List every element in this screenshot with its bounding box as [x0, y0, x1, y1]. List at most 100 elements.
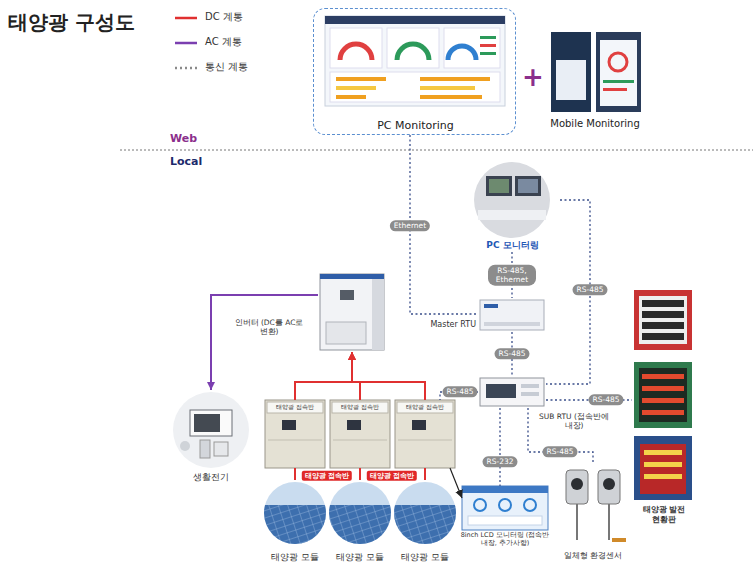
junction-box: 태양광 접속반 — [265, 400, 325, 468]
connector-label-text: RS-485 — [447, 387, 474, 396]
node-text: 일체형 환경센서 — [564, 551, 622, 560]
connector — [359, 468, 361, 480]
label-text: 태양광 접속반 — [370, 472, 414, 480]
node-label: Mobile Monitoring — [545, 118, 645, 130]
connector-label: RS-485 — [543, 446, 578, 457]
connector-label-text: Ethernet — [394, 221, 426, 230]
solar-module-node: 태양광 모듈 — [390, 480, 460, 572]
legend-text: AC 계통 — [205, 36, 242, 47]
plus-sign: + — [522, 62, 544, 93]
label-text: Local — [170, 155, 202, 168]
sensor-node: 일체형 환경센서 — [558, 462, 628, 562]
node-label: 태양광 접속반 — [332, 403, 388, 410]
node-label: SUB RTU (접속반에 내장) — [536, 412, 612, 430]
node-label: 태양광 접속반 — [397, 403, 453, 410]
connector-label-text: RS-485 — [547, 447, 574, 456]
node-text: Mobile Monitoring — [550, 118, 639, 129]
node-text: 태양광 접속반 — [406, 403, 444, 410]
node-label: PC 모니터링 — [465, 240, 560, 251]
connector-label: RS-485 — [589, 394, 624, 405]
legend-swatch — [175, 17, 197, 20]
master-rtu-node: Master RTU — [478, 298, 546, 332]
mobile-screens — [551, 32, 641, 112]
appliances — [173, 392, 249, 468]
node-text: PC 모니터링 — [486, 240, 538, 250]
web-dashboard-box: PC Monitoring — [313, 8, 516, 135]
node-label: PC Monitoring — [314, 119, 517, 132]
node-label: 8inch LCD 모니터링 (접속반 내장, 추가사항) — [454, 532, 556, 548]
junction-box: 태양광 접속반 — [330, 400, 390, 468]
legend-swatch — [175, 67, 197, 70]
solar-module-node: 태양광 모듈 — [260, 480, 330, 572]
label-text: 태양광 접속반 — [305, 472, 349, 480]
label-text: + — [522, 62, 544, 92]
zone-label: Web — [170, 132, 197, 145]
legend-entry: AC 계통 — [205, 36, 242, 48]
lcd-screen — [462, 486, 548, 530]
household-node: 생활전기 — [170, 390, 252, 486]
connector-label-text: RS-485 — [499, 349, 526, 358]
connector-label-text: RS-485 — [577, 285, 604, 294]
node-label: 생활전기 — [170, 472, 252, 483]
mobile-box: Mobile Monitoring — [545, 30, 645, 132]
connector-label: RS-485 — [443, 386, 478, 397]
node-text: 생활전기 — [193, 472, 229, 482]
connector-label: RS-232 — [483, 456, 518, 467]
connector — [294, 468, 296, 480]
node-label: 태양광 모듈 — [325, 552, 395, 563]
connector — [499, 408, 500, 486]
node-text: 태양광 접속반 — [276, 403, 314, 410]
connector-label-text: RS-485 — [593, 395, 620, 404]
lcd-node: 8inch LCD 모니터링 (접속반 내장, 추가사항) — [462, 486, 548, 530]
connector-label-text: RS-485, Ethernet — [496, 266, 528, 284]
connector — [450, 468, 462, 498]
node-text: 태양광 모듈 — [271, 552, 319, 562]
diagram-title: 태양광 구성도 — [8, 10, 135, 34]
connector-label: RS-485 — [573, 284, 608, 295]
node-label: 인버터 (DC를 AC로 변환) — [226, 318, 312, 336]
web-local-divider — [120, 150, 753, 151]
label-text: Web — [170, 132, 197, 145]
dashboard-screenshot — [325, 16, 505, 106]
legend-text: 통신 계통 — [205, 61, 248, 72]
node-text: Master RTU — [430, 320, 476, 329]
connector-label-text: RS-232 — [487, 457, 514, 466]
node-text: 8inch LCD 모니터링 (접속반 내장, 추가사항) — [461, 531, 550, 547]
solar-modules — [260, 482, 462, 550]
connector-label: RS-485, Ethernet — [488, 265, 536, 286]
node-text: PC Monitoring — [377, 119, 454, 132]
legend-swatch — [175, 42, 197, 45]
pc-monitor-node: PC 모니터링 — [465, 160, 560, 252]
node-label: Master RTU — [430, 320, 476, 330]
connector — [352, 352, 425, 400]
master-rtu-device — [480, 300, 544, 330]
environment-sensors — [566, 470, 626, 542]
node-text: 태양광 발전 현황판 — [643, 505, 686, 524]
node-label: 태양광 발전 현황판 — [632, 505, 696, 524]
sub-rtu-device — [480, 378, 544, 406]
node-text: 태양광 접속반 — [341, 403, 379, 410]
connector — [424, 468, 426, 480]
connector — [352, 352, 360, 400]
legend-entry: DC 계통 — [205, 11, 243, 23]
node-text: 인버터 (DC를 AC로 변환) — [235, 318, 304, 336]
status-boards — [634, 290, 692, 500]
legend-entry: 통신 계통 — [205, 61, 248, 73]
node-label: 일체형 환경센서 — [558, 551, 628, 560]
connector-label: Ethernet — [390, 220, 430, 231]
connector-label: RS-485 — [495, 348, 530, 359]
node-label: 태양광 모듈 — [260, 552, 330, 563]
inverter-node: 인버터 (DC를 AC로 변환) — [318, 272, 386, 352]
node-text: 태양광 모듈 — [401, 552, 449, 562]
connector — [295, 352, 352, 400]
title-text: 태양광 구성도 — [8, 10, 135, 34]
node-text: SUB RTU (접속반에 내장) — [539, 412, 609, 430]
junction-box: 태양광 접속반 — [395, 400, 455, 468]
junction-cabinets — [265, 400, 455, 468]
status-board-node: 태양광 발전 현황판 — [632, 288, 696, 533]
inverter-cabinet — [320, 274, 384, 350]
node-text: 태양광 모듈 — [336, 552, 384, 562]
